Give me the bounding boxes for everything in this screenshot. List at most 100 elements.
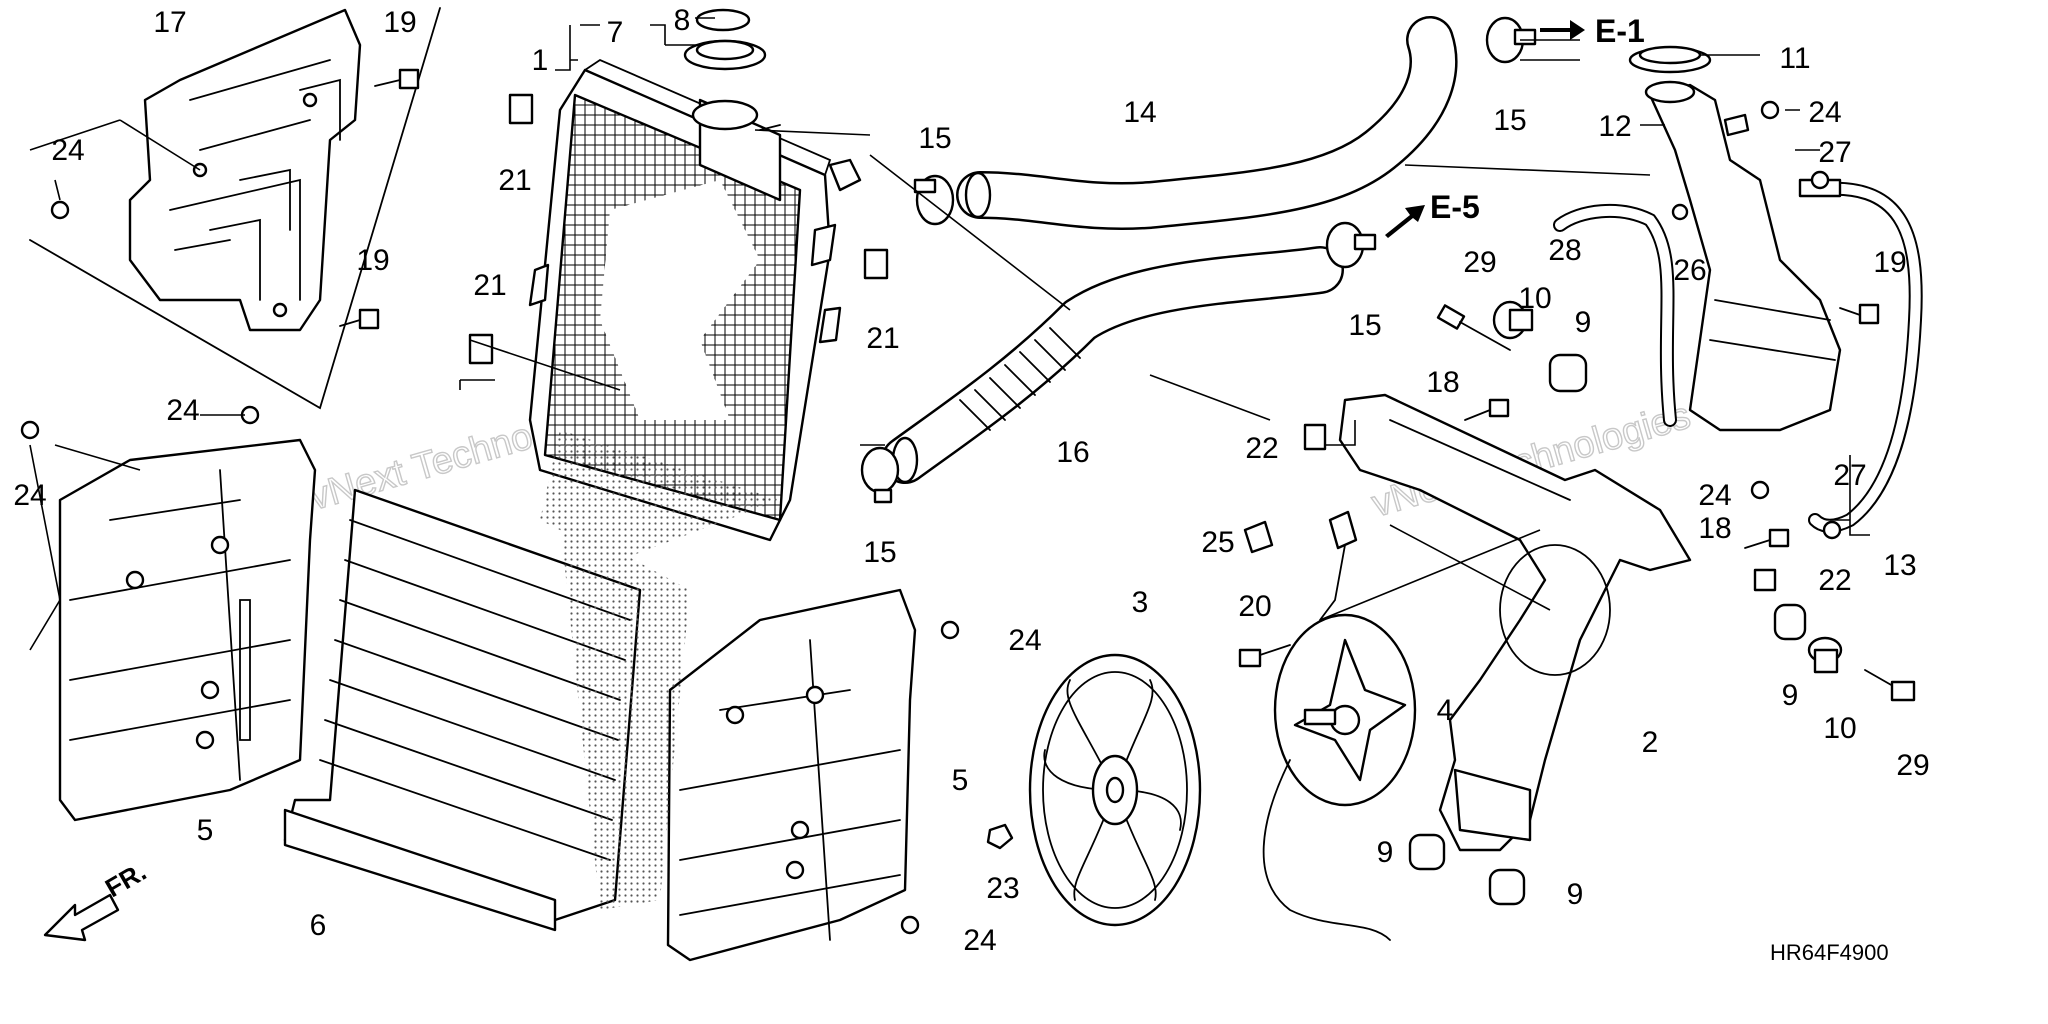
callout-5b: 5	[952, 764, 969, 797]
bolt-18a	[1464, 398, 1510, 421]
callout-19b: 19	[356, 244, 389, 277]
collar-10b	[1807, 636, 1843, 674]
callout-10a: 10	[1518, 282, 1551, 315]
callout-22a: 22	[1245, 432, 1278, 465]
callout-29b: 29	[1896, 749, 1929, 782]
callout-24d: 24	[1008, 624, 1041, 657]
callout-26: 26	[1673, 254, 1706, 287]
reserve-tank-12	[1644, 80, 1842, 432]
clip-22b	[1753, 568, 1777, 592]
callout-9c: 9	[1377, 836, 1394, 869]
callout-24e: 24	[963, 924, 996, 957]
callout-21c: 21	[473, 269, 506, 302]
callout-28: 28	[1548, 234, 1581, 267]
callout-25: 25	[1201, 526, 1234, 559]
bolt-19c	[1839, 303, 1880, 325]
collar-10a	[1492, 300, 1534, 340]
hose-clamp-15d	[860, 446, 900, 504]
clip-21c	[468, 333, 494, 365]
clip-26	[1671, 203, 1689, 221]
hose-clamp-15c	[1325, 221, 1377, 269]
bolt-19a	[374, 68, 420, 90]
callout-21a: 21	[498, 164, 531, 197]
callout-18b: 18	[1698, 512, 1731, 545]
callout-23: 23	[986, 872, 1019, 905]
leader-lines	[29, 17, 1870, 651]
clip-21b	[863, 248, 889, 280]
connector-25	[1243, 510, 1358, 621]
overflow-tube-28	[1553, 203, 1677, 427]
callout-22b: 22	[1818, 564, 1851, 597]
shroud-left-5	[58, 438, 317, 822]
callout-15d: 15	[863, 536, 896, 569]
callout-29a: 29	[1463, 246, 1496, 279]
bolt-29b	[1864, 669, 1916, 702]
reference-e5: E-5	[1385, 189, 1480, 238]
callout-27a: 27	[1818, 136, 1851, 169]
fan-bracket-2	[1338, 393, 1692, 852]
bolt-19b	[339, 308, 380, 330]
hose-clamp-15a	[913, 174, 955, 226]
callout-6: 6	[310, 909, 327, 942]
callout-19c: 19	[1873, 246, 1906, 279]
front-direction-arrow: FR.	[43, 856, 151, 942]
fastener-24f	[1760, 100, 1780, 120]
fastener-24g	[1750, 480, 1770, 500]
bolt-20	[1238, 644, 1291, 668]
bushing-9d	[1488, 868, 1526, 906]
bolt-18b	[1744, 528, 1790, 549]
svg-text:E-5: E-5	[1430, 189, 1480, 225]
shade-radiator	[540, 430, 780, 560]
callout-24c: 24	[13, 479, 46, 512]
callout-24f: 24	[1808, 96, 1841, 129]
nut-23	[986, 823, 1014, 850]
callout-24g: 24	[1698, 479, 1731, 512]
clip-22a	[1303, 423, 1327, 451]
radiator-cap-7	[683, 8, 767, 71]
fastener-24d	[940, 620, 960, 640]
clip-27a	[1810, 170, 1830, 190]
callout-8: 8	[674, 4, 691, 37]
clip-27b	[1822, 520, 1842, 540]
clip-21a	[508, 93, 534, 125]
callout-19a: 19	[383, 6, 416, 39]
radiator-1	[528, 58, 862, 542]
tank-cap-11	[1628, 45, 1712, 74]
shade-guard	[560, 520, 690, 910]
svg-text:E-1: E-1	[1595, 13, 1645, 49]
bolt-29a	[1436, 304, 1511, 351]
callout-18a: 18	[1426, 366, 1459, 399]
callout-17: 17	[153, 6, 186, 39]
radiator-bracket-17	[29, 7, 441, 410]
callouts: 17 19 24 19 24 24 5 6 1 7 8 21 21 21 15 …	[13, 4, 1929, 957]
reference-e1: E-1	[1540, 13, 1645, 49]
bushing-9b	[1773, 603, 1807, 641]
bushing-9c	[1408, 833, 1446, 871]
bushing-9a	[1548, 353, 1588, 393]
cooling-fan-3	[1028, 653, 1202, 927]
callout-3: 3	[1132, 586, 1149, 619]
fan-motor-4	[1262, 613, 1417, 941]
callout-15b: 15	[1493, 104, 1526, 137]
callout-20: 20	[1238, 590, 1271, 623]
callout-5a: 5	[197, 814, 214, 847]
callout-1: 1	[532, 44, 549, 77]
callout-7: 7	[607, 16, 624, 49]
diagram-code: HR64F4900	[1770, 940, 1889, 965]
callout-15c: 15	[1348, 309, 1381, 342]
shroud-right-5	[666, 588, 917, 962]
callout-10b: 10	[1823, 712, 1856, 745]
fastener-24a	[50, 200, 70, 220]
callout-15a: 15	[918, 122, 951, 155]
callout-16: 16	[1056, 436, 1089, 469]
callout-9d: 9	[1567, 878, 1584, 911]
callout-14: 14	[1123, 96, 1156, 129]
callout-4: 4	[1437, 694, 1454, 727]
fastener-24e	[900, 915, 920, 935]
fastener-24c	[20, 420, 40, 440]
callout-21b: 21	[866, 322, 899, 355]
callout-24a: 24	[51, 134, 84, 167]
callout-9b: 9	[1782, 679, 1799, 712]
callout-11: 11	[1779, 42, 1810, 75]
